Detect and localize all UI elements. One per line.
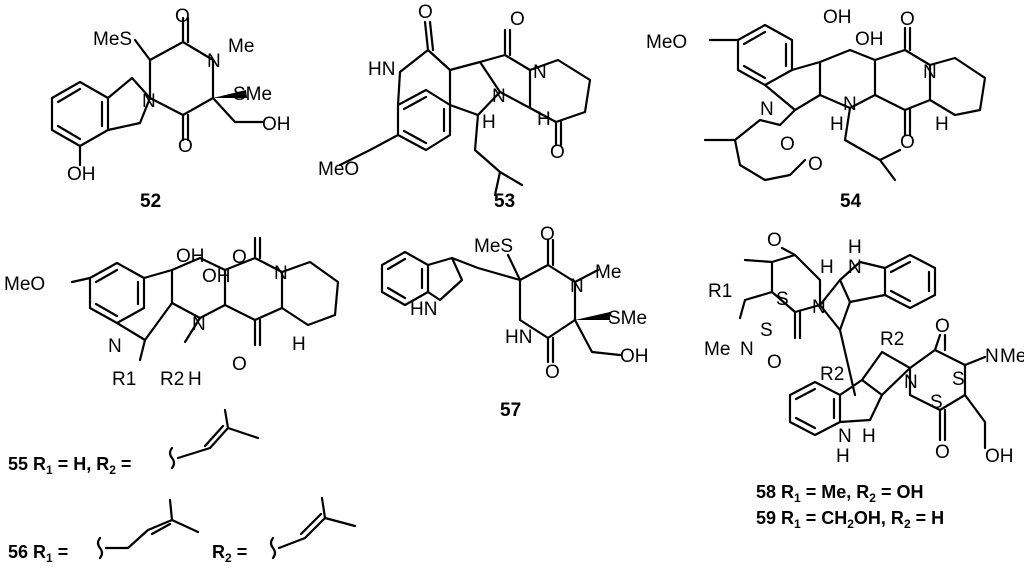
atom-oh: OH [823, 7, 852, 28]
atom-r2: R2 [820, 364, 844, 385]
atom-n: N [570, 276, 584, 297]
atom-s: S [930, 392, 943, 413]
atom-n: N [812, 297, 826, 318]
atom-o: O [175, 6, 190, 27]
atom-n: N [843, 94, 857, 115]
compound-57: MeS O N Me HN SMe O OH HN 57 [380, 224, 649, 421]
atom-meo: MeO [4, 274, 45, 295]
atom-o: O [232, 354, 247, 375]
compound-52: MeS O N Me SMe N O OH OH 52 [50, 6, 291, 212]
atom-o: O [808, 154, 823, 175]
atom-hn: HN [368, 59, 395, 80]
atom-o: O [418, 2, 433, 23]
atom-h: H [188, 369, 202, 390]
compound-56: 56 R1 = R2 = [8, 496, 357, 565]
atom-n: N [985, 346, 999, 367]
atom-meo: MeO [646, 32, 687, 53]
compound-label-59: 59 R1 = CH2OH, R2 = H [756, 508, 944, 531]
atom-sme: SMe [233, 84, 272, 105]
atom-oh: OH [985, 446, 1014, 467]
compound-label-55: 55 R1 = H, R2 = [8, 454, 131, 477]
atom-mes: MeS [93, 29, 132, 50]
atom-o: O [545, 362, 560, 383]
compound-label-56: 56 R1 = [8, 542, 68, 565]
compound-label-57: 57 [500, 400, 521, 421]
compound-label-58: 58 R1 = Me, R2 = OH [756, 482, 923, 505]
atom-n: N [740, 339, 754, 360]
atom-h: H [482, 112, 496, 133]
atom-n: N [207, 51, 221, 72]
atom-oh: OH [176, 246, 205, 267]
atom-r2: R2 [160, 369, 184, 390]
compound-label-53: 53 [494, 191, 515, 212]
atom-me: Me [704, 339, 730, 360]
atom-o: O [780, 134, 795, 155]
atom-n: N [904, 372, 918, 393]
atom-h: H [848, 237, 862, 258]
atom-n: N [274, 263, 288, 284]
atom-o: O [935, 442, 950, 463]
atom-oh: OH [262, 114, 291, 135]
atom-o: O [767, 230, 782, 251]
atom-n: N [192, 314, 206, 335]
compound-54: MeO OH OH O N N N H H O O O 54 [646, 7, 987, 212]
atom-n: N [848, 257, 862, 278]
atom-meo: MeO [318, 159, 359, 180]
atom-h: H [830, 114, 844, 135]
atom-oh: OH [620, 346, 649, 367]
compound-label-52: 52 [140, 191, 161, 212]
atom-r2: R2 [880, 329, 904, 350]
atom-o: O [767, 352, 782, 373]
compound-53: O HN O N N H H O MeO 53 [318, 2, 592, 212]
compound-55: MeO OH OH O N N N R1 R2 H H O 55 R1 = H,… [4, 236, 340, 477]
atom-oh: OH [855, 29, 884, 50]
atom-o: O [900, 9, 915, 30]
atom-r1: R1 [708, 281, 732, 302]
atom-n: N [533, 62, 547, 83]
atom-s: S [952, 369, 965, 390]
atom-o: O [900, 132, 915, 153]
atom-o: O [540, 224, 555, 245]
atom-h: H [292, 334, 306, 355]
atom-n: N [108, 336, 122, 357]
atom-sme: SMe [608, 308, 647, 329]
atom-hn: HN [505, 327, 532, 348]
atom-me: Me [228, 36, 254, 57]
atom-oh: OH [67, 164, 96, 185]
atom-me: Me [1000, 346, 1024, 367]
atom-o: O [232, 247, 247, 268]
r2-definition-56: R2 = [212, 542, 247, 565]
compound-label-54: 54 [840, 191, 862, 212]
atom-o: O [510, 9, 525, 30]
atom-mes: MeS [474, 236, 513, 257]
atom-n: N [142, 91, 156, 112]
atom-n: N [492, 86, 506, 107]
atom-r1: R1 [112, 369, 136, 390]
atom-h: H [862, 426, 876, 447]
atom-n: N [838, 426, 852, 447]
atom-o: O [550, 142, 565, 163]
atom-o: O [935, 316, 950, 337]
atom-h: H [935, 114, 949, 135]
atom-me: Me [595, 262, 621, 283]
atom-s: S [776, 289, 789, 310]
atom-n: N [760, 99, 774, 120]
atom-h: H [836, 446, 850, 467]
atom-h: H [537, 109, 551, 130]
atom-oh: OH [202, 266, 231, 287]
atom-s: S [760, 320, 773, 341]
atom-h: H [820, 257, 834, 278]
atom-n: N [923, 62, 937, 83]
atom-o: O [178, 136, 193, 157]
compound-58-59: R1 Me N O S S O H N H N R2 R2 O N Me S S… [704, 230, 1024, 531]
atom-hn: HN [410, 299, 437, 320]
